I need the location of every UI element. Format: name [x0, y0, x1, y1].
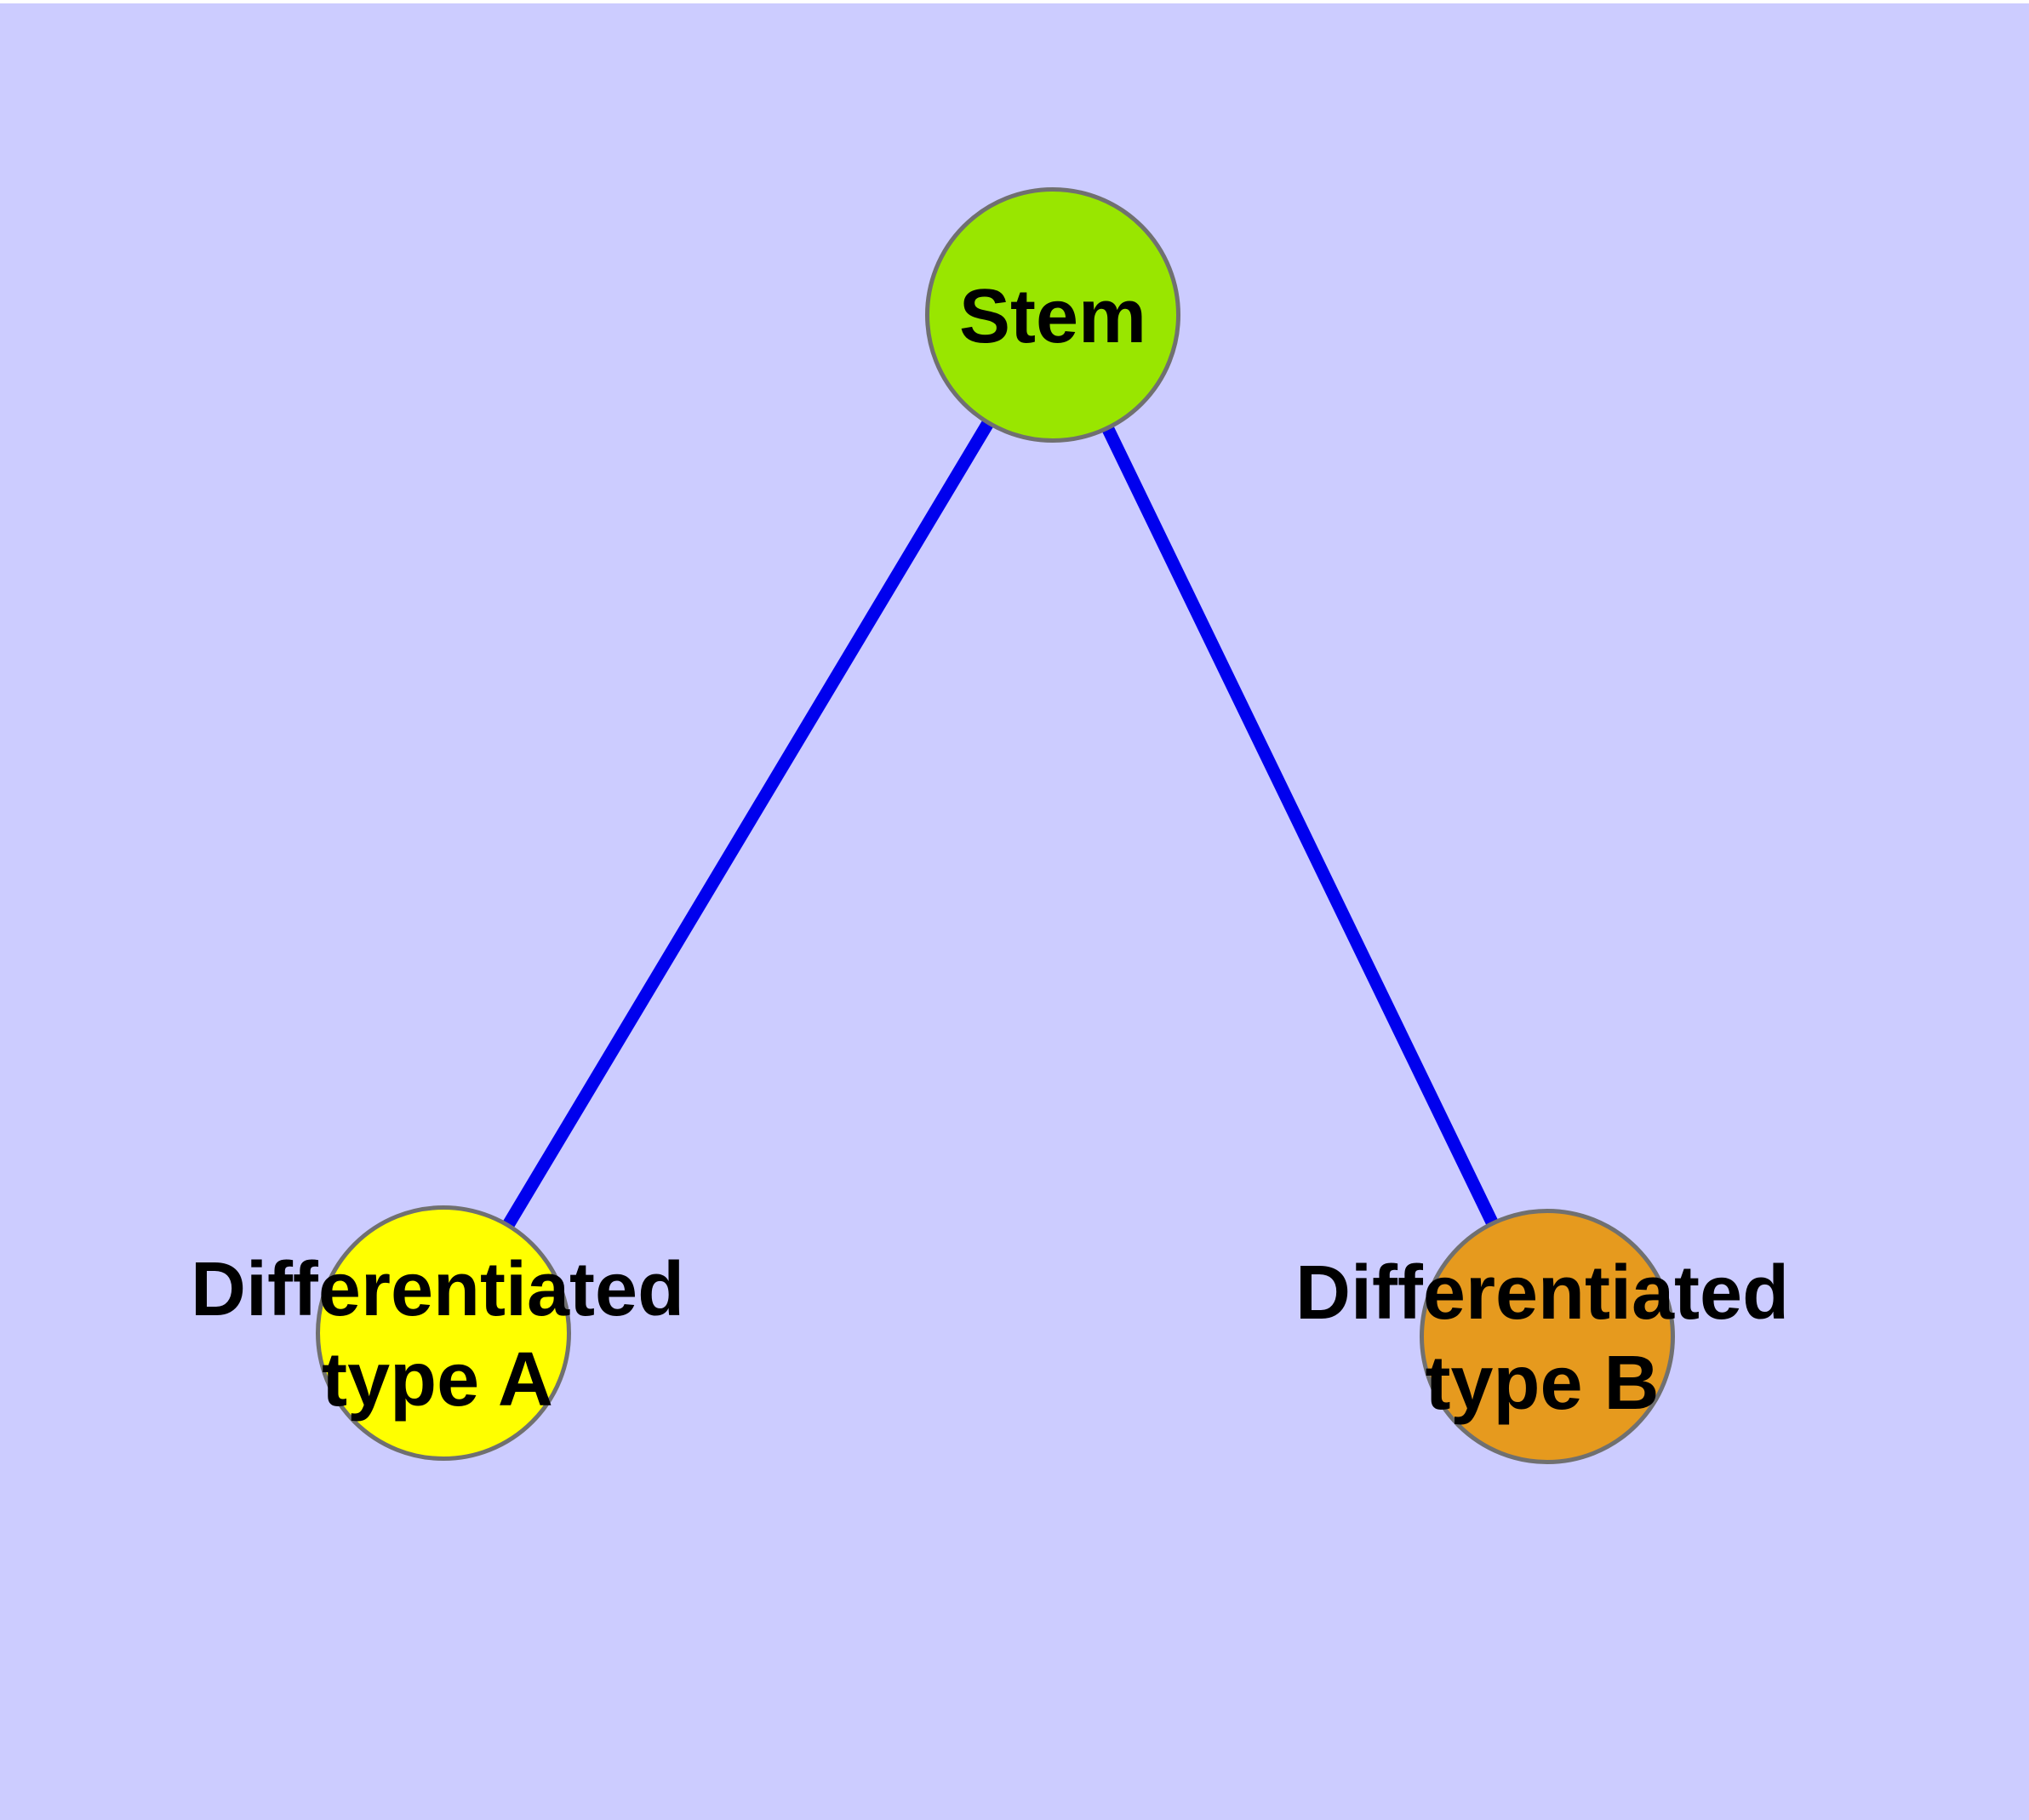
node-type-b-label-line1: Differentiated	[1295, 1251, 1790, 1336]
node-differentiated-type-a-label: Differentiated type A	[191, 1245, 684, 1425]
node-differentiated-type-b	[1420, 1209, 1675, 1464]
node-stem-label-text: Stem	[958, 274, 1147, 359]
node-type-a-label-line2: type A	[322, 1337, 553, 1422]
node-type-b-label-line2: type B	[1425, 1341, 1660, 1426]
node-differentiated-type-a	[316, 1205, 571, 1461]
node-stem-label: Stem	[959, 272, 1146, 362]
node-type-a-label-line1: Differentiated	[190, 1247, 685, 1332]
node-differentiated-type-b-label: Differentiated type B	[1295, 1248, 1789, 1428]
node-stem	[925, 187, 1180, 443]
